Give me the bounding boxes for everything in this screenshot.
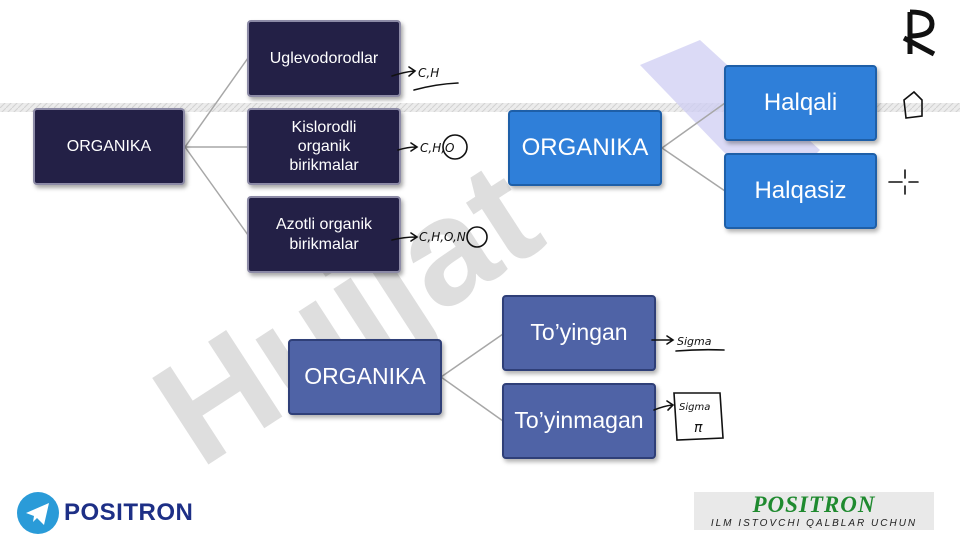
telegram-icon [17,492,59,534]
annotation-arrow [397,142,419,152]
diagram2-node-cyclic: Halqali [724,65,877,141]
connector-line [184,57,249,148]
diagram3-root: ORGANIKA [288,339,442,415]
footer-slogan: ILM ISTOVCHI QALBLAR UCHUN [710,518,918,529]
annotation-arrow [391,232,419,242]
diagram3-node-saturated: To’yingan [502,295,656,371]
annotation-note-hydrocarbons: C,H [418,66,439,80]
footer-logo-right: POSITRON ILM ISTOVCHI QALBLAR UCHUN [694,492,934,530]
footer-brand-left: POSITRON [64,499,194,526]
annotation-box [673,392,724,441]
ring-sketch-icon [903,90,923,119]
annotation-note-sigma: Sigma [677,335,712,348]
footer-brand-right: POSITRON [752,492,876,517]
annotation-note-sigma-boxed: Sigma [679,402,710,413]
watermark-band [0,103,960,112]
connector-line [440,333,504,378]
annotation-arrow [391,66,417,77]
annotation-note-pi: π [694,420,703,436]
diagram1-root: ORGANIKA [33,108,185,185]
annotation-note-oxygen: C,H,O [420,141,454,155]
connector-line [661,147,726,192]
diagram3-node-unsaturated: To’yinmagan [502,383,656,459]
connector-line [661,102,726,149]
annotation-underline [413,82,459,91]
diagram2-node-acyclic: Halqasiz [724,153,877,229]
positron-monogram-icon [902,9,936,57]
annotation-arrow [651,335,675,345]
connector-line [184,146,249,236]
diagram1-node-hydrocarbons: Uglevodorodlar [247,20,401,97]
annotation-note-nitrogen: C,H,O,N [419,230,466,244]
connector-line [440,376,504,422]
footer-logo-left: POSITRON [16,490,193,536]
diagram2-root: ORGANIKA [508,110,662,186]
diagram1-node-oxygen-compounds: Kislorodli organik birikmalar [247,108,401,185]
annotation-arrow [653,400,675,411]
annotation-circle [442,134,468,160]
chain-sketch-icon [888,169,919,195]
annotation-circle [466,226,488,248]
annotation-underline [675,348,725,352]
diagram1-node-nitrogen-compounds: Azotli organik birikmalar [247,196,401,273]
